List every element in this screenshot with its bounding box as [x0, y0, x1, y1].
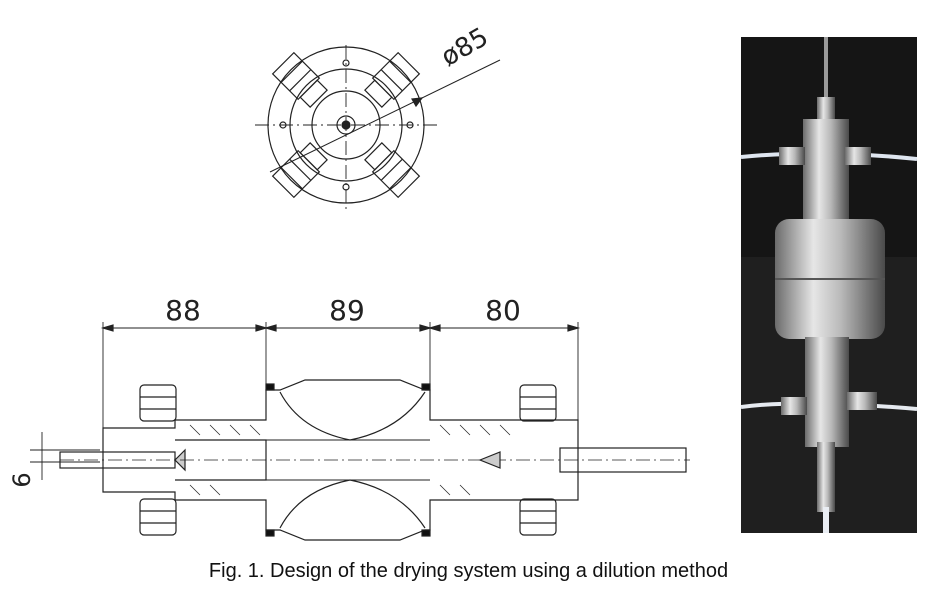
section-view	[30, 322, 690, 541]
figure-caption: Fig. 1. Design of the drying system usin…	[208, 560, 729, 582]
diameter-label: ø85	[436, 22, 493, 72]
photo-of-assembled-drying-system	[741, 37, 917, 533]
dim-label-right: 80	[485, 294, 521, 327]
dim-label-left: 88	[165, 294, 201, 327]
dim-label-middle: 89	[329, 294, 365, 327]
inlet-dim-label: 6	[8, 472, 36, 487]
top-view	[255, 45, 501, 210]
